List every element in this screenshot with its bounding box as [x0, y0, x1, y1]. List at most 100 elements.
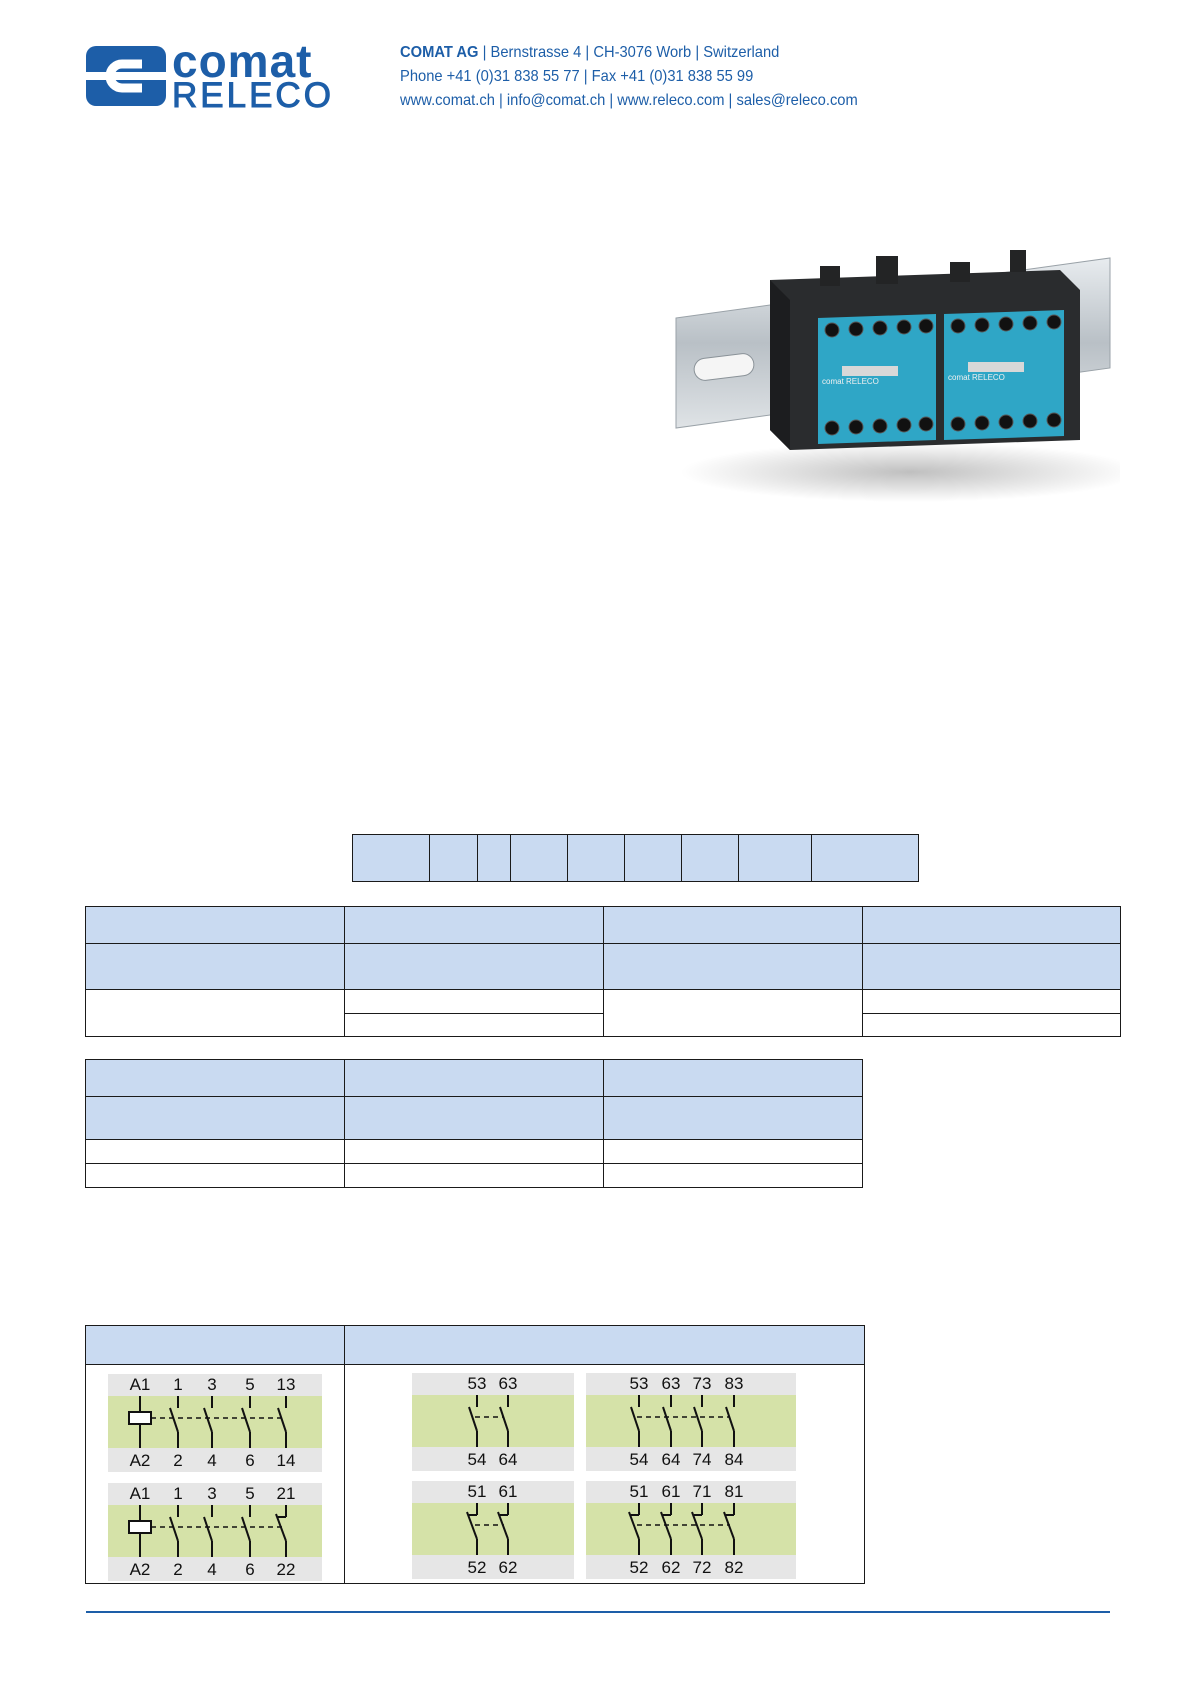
- code-cell: [429, 834, 478, 882]
- terminal-label-bottom: 22: [277, 1560, 296, 1579]
- table-subheader-cell: [85, 943, 345, 990]
- terminal-label-bottom: A2: [130, 1560, 151, 1579]
- table-header-cell: [344, 1325, 865, 1365]
- aux-contact-diagram-2nc: 51 61 52 62: [412, 1481, 574, 1579]
- nc-contact-blade: [497, 1511, 509, 1540]
- terminal-label-top: 5: [245, 1375, 254, 1394]
- nc-contact-blade: [691, 1511, 703, 1540]
- diagram-contact-band: [412, 1395, 574, 1447]
- terminal-label-bottom: 62: [662, 1558, 681, 1577]
- code-cell: [352, 834, 430, 882]
- terminal-label-bottom: 54: [468, 1450, 487, 1469]
- no-contact-blade: [203, 1516, 213, 1542]
- terminal-label-top: 63: [662, 1374, 681, 1393]
- logo-wordmark-releco: RELECO: [172, 76, 334, 116]
- table-cell: [344, 1013, 604, 1037]
- terminal-label-top: 51: [630, 1482, 649, 1501]
- comat-logo-icon: [86, 46, 166, 106]
- logo-wordmark-comat: comat: [172, 35, 313, 87]
- terminal-label-top: 53: [630, 1374, 649, 1393]
- code-cell: [510, 834, 568, 882]
- no-contact-blade: [662, 1406, 672, 1432]
- terminal-label-bottom: 6: [245, 1451, 254, 1470]
- nc-contact-blade: [628, 1511, 640, 1540]
- image-brand-label: comat RELECO: [822, 377, 879, 386]
- terminal-label-bottom: 52: [468, 1558, 487, 1577]
- no-contact-blade: [468, 1406, 478, 1432]
- terminal-label-top: 21: [277, 1484, 296, 1503]
- table-subheader-cell: [603, 1096, 863, 1140]
- terminal-label-bottom: 54: [630, 1450, 649, 1469]
- terminal-label-top: A1: [130, 1484, 151, 1503]
- terminal-label-top: 1: [173, 1484, 182, 1503]
- terminal-label-bottom: 4: [207, 1451, 216, 1470]
- code-cell: [477, 834, 511, 882]
- table-header-cell: [344, 1059, 604, 1097]
- terminal-label-top: 71: [693, 1482, 712, 1501]
- phone-fax-line: Phone +41 (0)31 838 55 77 | Fax +41 (0)3…: [400, 68, 754, 85]
- table-subheader-cell: [85, 1096, 345, 1140]
- code-cell: [624, 834, 682, 882]
- no-contact-blade: [169, 1407, 179, 1433]
- terminal-label-bottom: 62: [499, 1558, 518, 1577]
- table-cell: [862, 1013, 1121, 1037]
- no-contact-blade: [630, 1406, 640, 1432]
- terminal-label-top: 13: [277, 1375, 296, 1394]
- table-subheader-cell: [344, 943, 604, 990]
- table-cell: [862, 989, 1121, 1014]
- nc-contact-blade: [723, 1511, 735, 1540]
- no-contact-blade: [499, 1406, 509, 1432]
- table-cell: [344, 1139, 604, 1164]
- terminal-label-top: 1: [173, 1375, 182, 1394]
- table-cell: [85, 1163, 345, 1188]
- table-header-cell: [862, 906, 1121, 944]
- table-cell: [344, 989, 604, 1014]
- table-cell: [603, 1163, 863, 1188]
- terminal-label-bottom: 82: [725, 1558, 744, 1577]
- no-contact-blade: [277, 1407, 287, 1433]
- terminal-label-bottom: 2: [173, 1560, 182, 1579]
- table-cell: [603, 1139, 863, 1164]
- no-contact-blade: [169, 1516, 179, 1542]
- terminal-label-bottom: 14: [277, 1451, 296, 1470]
- code-cell: [567, 834, 625, 882]
- terminal-label-top: 51: [468, 1482, 487, 1501]
- table-subheader-cell: [862, 943, 1121, 990]
- terminal-label-top: 63: [499, 1374, 518, 1393]
- code-cell: [681, 834, 739, 882]
- table-cell: [344, 1163, 604, 1188]
- terminal-label-top: 61: [499, 1482, 518, 1501]
- image-brand-label-2: comat RELECO: [948, 373, 1005, 382]
- table-cell: [85, 1139, 345, 1164]
- code-cell: [738, 834, 812, 882]
- terminal-label-top: 53: [468, 1374, 487, 1393]
- table-header-cell: [85, 1059, 345, 1097]
- diagram-contact-band: [412, 1503, 574, 1555]
- table-header-cell: [603, 1059, 863, 1097]
- table-header-cell: [603, 906, 863, 944]
- table-subheader-cell: [344, 1096, 604, 1140]
- terminal-label-bottom: 2: [173, 1451, 182, 1470]
- terminal-label-bottom: 64: [662, 1450, 681, 1469]
- footer-divider: [86, 1611, 1110, 1613]
- terminal-label-top: 5: [245, 1484, 254, 1503]
- diagram-contact-band: [586, 1503, 796, 1555]
- code-cell: [811, 834, 919, 882]
- no-contact-blade: [725, 1406, 735, 1432]
- terminal-label-bottom: 6: [245, 1560, 254, 1579]
- terminal-label-top: 61: [662, 1482, 681, 1501]
- terminal-label-bottom: 84: [725, 1450, 744, 1469]
- no-contact-blade: [241, 1407, 251, 1433]
- terminal-label-top: 81: [725, 1482, 744, 1501]
- coil-symbol: [128, 1520, 152, 1534]
- nc-contact-blade: [466, 1511, 478, 1540]
- nc-contact-blade: [275, 1513, 287, 1542]
- nc-contact-blade: [660, 1511, 672, 1540]
- web-email-line: www.comat.ch | info@comat.ch | www.relec…: [400, 92, 858, 109]
- address-line: COMAT AG | Bernstrasse 4 | CH-3076 Worb …: [400, 44, 779, 62]
- table-header-cell: [85, 1325, 345, 1365]
